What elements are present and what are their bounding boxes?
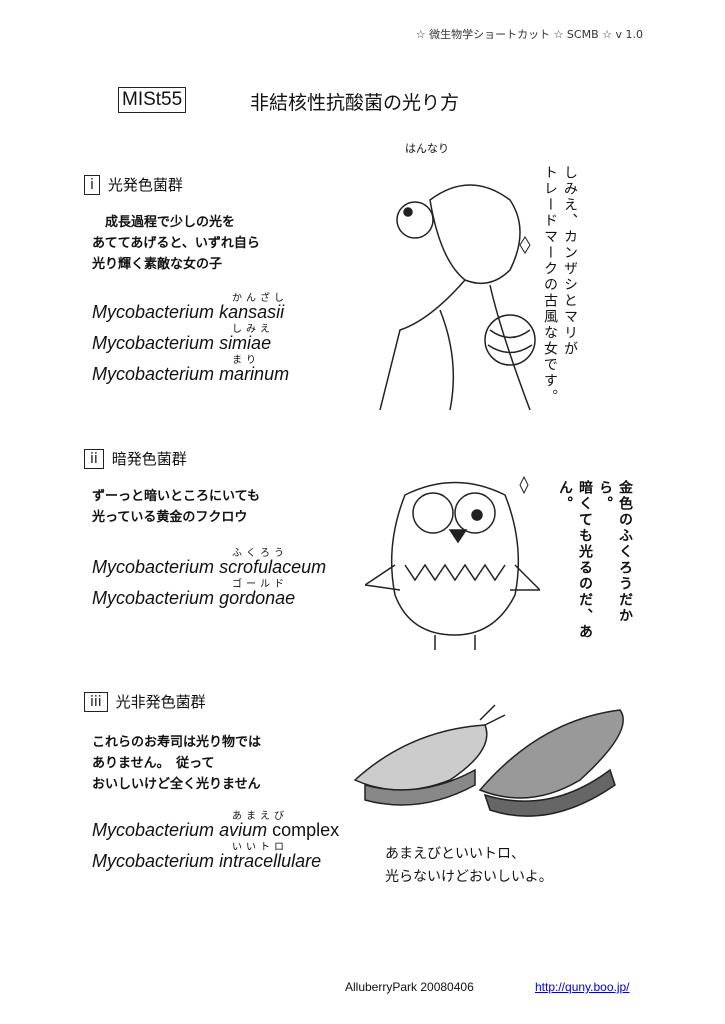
note-line: トレードマークの古風な女です。	[542, 165, 558, 405]
section-body-2: ずーっと暗いところにいても 光っている黄金のフクロウ	[92, 486, 260, 528]
furigana: まり	[232, 355, 260, 366]
section-label: 暗発色菌群	[111, 450, 187, 468]
header-text: ☆ 微生物学ショートカット ☆ SCMB ☆ v 1.0	[415, 28, 643, 41]
species-name: scrofulaceum	[219, 557, 327, 577]
species-list-1: かんざし Mycobacterium kansasii しみえ Mycobacter…	[92, 290, 289, 383]
genus: Mycobacterium	[92, 557, 215, 577]
section-heading-1: i 光発色菌群	[84, 174, 183, 195]
owl-illustration	[365, 475, 540, 650]
species-item: かんざし Mycobacterium kansasii	[92, 290, 289, 321]
body-line: ありません。 従って	[92, 756, 215, 771]
sushi-illustration	[353, 704, 624, 817]
body-line: 成長過程で少しの光を	[105, 215, 236, 230]
species-name: simiae	[219, 333, 272, 353]
species-list-2: ふくろう Mycobacterium scrofulaceum ゴールド Mycob…	[92, 545, 326, 607]
species-name: kansasii	[219, 302, 285, 322]
section-number: iii	[84, 691, 108, 712]
note-line: あまえびといいトロ、	[385, 846, 525, 862]
page-title: 非結核性抗酸菌の光り方	[250, 92, 460, 114]
species-item: まり Mycobacterium marinum	[92, 352, 289, 383]
genus: Mycobacterium	[92, 364, 215, 384]
note-line: 金色のふくろうだから。	[597, 480, 633, 624]
note-line: 光らないけどおいしいよ。	[385, 869, 553, 885]
species-name: intracellulare	[219, 851, 322, 871]
section-heading-2: ii 暗発色菌群	[84, 448, 187, 469]
section-label: 光非発色菌群	[115, 693, 206, 711]
note-line: 暗くても光るのだ、あん。	[557, 480, 593, 640]
section-label: 光発色菌群	[107, 176, 183, 194]
species-item: ふくろう Mycobacterium scrofulaceum	[92, 545, 326, 576]
genus: Mycobacterium	[92, 588, 215, 608]
handwritten-note-vertical: 金色のふくろうだから。暗くても光るのだ、あん。	[555, 480, 635, 650]
furigana: かんざし	[232, 293, 288, 304]
furigana: あまえび	[232, 811, 288, 822]
furigana: しみえ	[232, 324, 274, 335]
footer-link[interactable]: http://quny.boo.jp/	[535, 980, 630, 994]
species-list-3: あまえび Mycobacterium avium complex いいトロ Myco…	[92, 808, 339, 870]
section-number: ii	[84, 448, 104, 469]
section-heading-3: iii 光非発色菌群	[84, 691, 206, 712]
species-item: ゴールド Mycobacterium gordonae	[92, 576, 326, 607]
furigana: いいトロ	[232, 842, 288, 853]
note-line: しみえ、カンザシとマリが	[562, 165, 578, 357]
footer-credit: AlluberryPark 20080406	[345, 980, 474, 994]
furigana: ふくろう	[232, 548, 288, 559]
handwritten-note: はんなり	[405, 142, 449, 155]
handwritten-note: あまえびといいトロ、光らないけどおいしいよ。	[385, 843, 553, 889]
woman-illustration	[379, 184, 536, 410]
species-suffix: complex	[267, 820, 340, 840]
species-name: gordonae	[219, 588, 296, 608]
genus: Mycobacterium	[92, 302, 215, 322]
genus: Mycobacterium	[92, 851, 215, 871]
species-item: いいトロ Mycobacterium intracellulare	[92, 839, 339, 870]
body-line: ずーっと暗いところにいても	[92, 489, 260, 504]
species-name: marinum	[219, 364, 290, 384]
furigana: ゴールド	[232, 579, 288, 590]
section-body-3: これらのお寿司は光り物では ありません。 従って おいしいけど全く光りません	[92, 732, 261, 795]
species-item: あまえび Mycobacterium avium complex	[92, 808, 339, 839]
genus: Mycobacterium	[92, 820, 215, 840]
handwritten-note-vertical: しみえ、カンザシとマリがトレードマークの古風な女です。	[540, 165, 580, 405]
body-line: これらのお寿司は光り物では	[92, 735, 262, 750]
body-line: おいしいけど全く光りません	[92, 777, 261, 792]
body-line: 光っている黄金のフクロウ	[92, 510, 248, 525]
species-name: avium	[219, 820, 268, 840]
genus: Mycobacterium	[92, 333, 215, 353]
section-body-1: 成長過程で少しの光を あててあげると、いずれ自ら 光り輝く素敵な女の子	[92, 212, 260, 275]
species-item: しみえ Mycobacterium simiae	[92, 321, 289, 352]
body-line: あててあげると、いずれ自ら	[92, 236, 260, 251]
section-number: i	[84, 174, 100, 195]
document-code: MISt55	[118, 87, 187, 113]
body-line: 光り輝く素敵な女の子	[92, 257, 223, 272]
